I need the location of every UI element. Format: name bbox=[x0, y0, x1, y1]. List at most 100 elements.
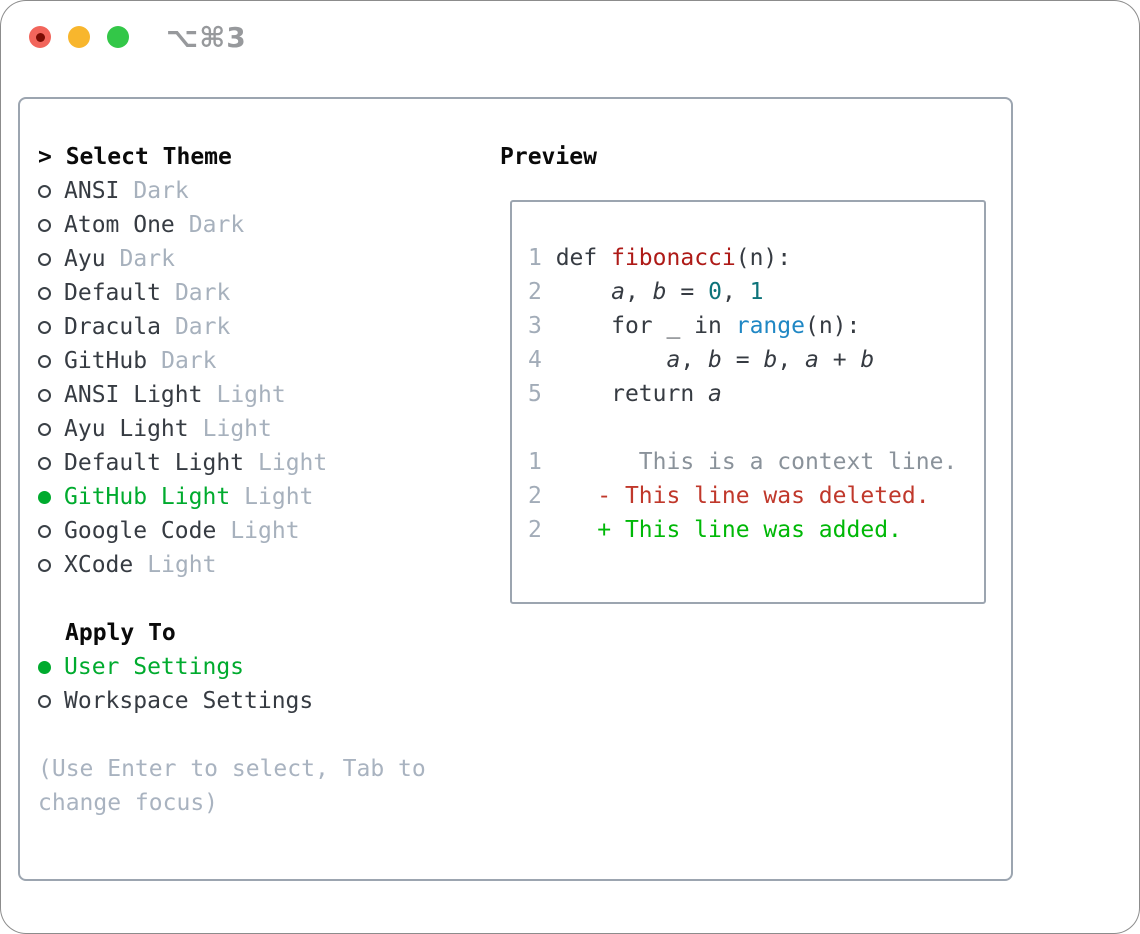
radio-selected-icon bbox=[38, 660, 51, 674]
spacer bbox=[38, 582, 490, 616]
token-var: a bbox=[805, 347, 819, 373]
close-button[interactable] bbox=[29, 26, 51, 48]
token-var: a bbox=[666, 347, 681, 373]
radio-unselected-icon bbox=[38, 320, 51, 334]
item-label: ANSI bbox=[64, 178, 120, 204]
radio-unselected-icon bbox=[38, 286, 51, 300]
theme-variant-label: Light bbox=[216, 382, 286, 408]
preview-line: 1 This is a context line. bbox=[528, 445, 984, 479]
theme-item[interactable]: Dracula Dark bbox=[38, 310, 490, 344]
radio-unselected-icon bbox=[38, 184, 51, 198]
token-var: b bbox=[860, 347, 875, 373]
item-label: Default bbox=[64, 280, 161, 306]
prompt-caret-icon: > bbox=[38, 144, 66, 170]
theme-item[interactable]: Default Light Light bbox=[38, 446, 490, 480]
theme-variant-label: Light bbox=[202, 416, 272, 442]
apply-target-item[interactable]: User Settings bbox=[38, 650, 490, 684]
preview-line bbox=[528, 411, 984, 445]
token-fg: + bbox=[818, 347, 861, 373]
token-fg: , bbox=[624, 279, 653, 305]
item-label: User Settings bbox=[64, 654, 245, 680]
theme-item[interactable]: Ayu Light Light bbox=[38, 412, 490, 446]
token-fg bbox=[542, 347, 667, 373]
theme-variant-label: Dark bbox=[174, 314, 231, 340]
preview-line: 3 for _ in range(n): bbox=[528, 309, 984, 343]
token-fg: (n): bbox=[804, 313, 861, 339]
radio-unselected-icon bbox=[38, 558, 51, 572]
token-fg bbox=[542, 517, 597, 543]
token-blue: range bbox=[735, 313, 805, 339]
theme-item[interactable]: Default Dark bbox=[38, 276, 490, 310]
token-del: - This line was deleted. bbox=[597, 483, 930, 509]
token-fg: (n): bbox=[735, 245, 792, 271]
select-theme-title: Select Theme bbox=[65, 144, 232, 170]
theme-item[interactable]: Google Code Light bbox=[38, 514, 490, 548]
theme-variant-label: Light bbox=[147, 552, 217, 578]
preview-column: Preview 1 def fibonacci(n): 2 a, b = 0, 1… bbox=[490, 140, 1011, 879]
token-ctx: This is a context line. bbox=[541, 449, 958, 475]
token-fg: return bbox=[541, 381, 709, 407]
theme-variant-label: Dark bbox=[188, 212, 245, 238]
token-fg: , bbox=[721, 279, 750, 305]
apply-target-item[interactable]: Workspace Settings bbox=[38, 684, 490, 718]
preview-line: 2 - This line was deleted. bbox=[528, 479, 984, 513]
theme-item[interactable]: XCode Light bbox=[38, 548, 490, 582]
minimize-button[interactable] bbox=[68, 26, 90, 48]
theme-item[interactable]: ANSI Dark bbox=[38, 174, 490, 208]
item-label: Google Code bbox=[64, 518, 217, 544]
item-label: Workspace Settings bbox=[64, 688, 314, 714]
token-num: 3 bbox=[528, 313, 542, 339]
item-label: Ayu Light bbox=[64, 416, 189, 442]
preview-line: 2 + This line was added. bbox=[528, 513, 984, 547]
token-num: 2 bbox=[528, 517, 542, 543]
token-var: b bbox=[763, 347, 778, 373]
theme-variant-label: Light bbox=[230, 518, 300, 544]
token-num: 1 bbox=[528, 449, 542, 475]
close-dot-icon bbox=[35, 32, 45, 42]
radio-unselected-icon bbox=[38, 354, 51, 368]
zoom-button[interactable] bbox=[107, 26, 129, 48]
token-fg: , bbox=[680, 347, 709, 373]
spacer bbox=[38, 718, 490, 752]
preview-header: Preview bbox=[500, 144, 597, 170]
token-num: 2 bbox=[528, 483, 542, 509]
item-label: Dracula bbox=[64, 314, 161, 340]
item-label: GitHub Light bbox=[64, 484, 231, 510]
preview-line: 5 return a bbox=[528, 377, 984, 411]
radio-unselected-icon bbox=[38, 252, 51, 266]
item-label: Default Light bbox=[64, 450, 245, 476]
theme-variant-label: Dark bbox=[119, 246, 175, 272]
radio-unselected-icon bbox=[38, 456, 51, 470]
token-var: a bbox=[708, 381, 722, 407]
preview-line: 1 def fibonacci(n): bbox=[528, 241, 984, 275]
theme-item[interactable]: Atom One Dark bbox=[38, 208, 490, 242]
select-theme-header: > Select Theme bbox=[38, 140, 490, 174]
token-add: + This line was added. bbox=[597, 517, 902, 543]
token-fg: def bbox=[541, 245, 612, 271]
radio-unselected-icon bbox=[38, 388, 51, 402]
token-var: b bbox=[708, 347, 722, 373]
token-fg: for _ in bbox=[541, 313, 736, 339]
token-teal: 0 bbox=[708, 279, 722, 305]
token-fg bbox=[542, 279, 611, 305]
theme-variant-label: Dark bbox=[133, 178, 189, 204]
token-num: 2 bbox=[528, 279, 542, 305]
theme-variant-label: Dark bbox=[174, 280, 231, 306]
token-num: 4 bbox=[528, 347, 542, 373]
apply-to-header: Apply To bbox=[65, 620, 176, 646]
token-num: 5 bbox=[528, 381, 542, 407]
window-titlebar: ⌥⌘3 bbox=[0, 0, 1140, 75]
item-label: Atom One bbox=[64, 212, 175, 238]
item-label: XCode bbox=[64, 552, 134, 578]
theme-variant-label: Light bbox=[258, 450, 328, 476]
token-fg: = bbox=[721, 347, 764, 373]
radio-unselected-icon bbox=[38, 422, 51, 436]
